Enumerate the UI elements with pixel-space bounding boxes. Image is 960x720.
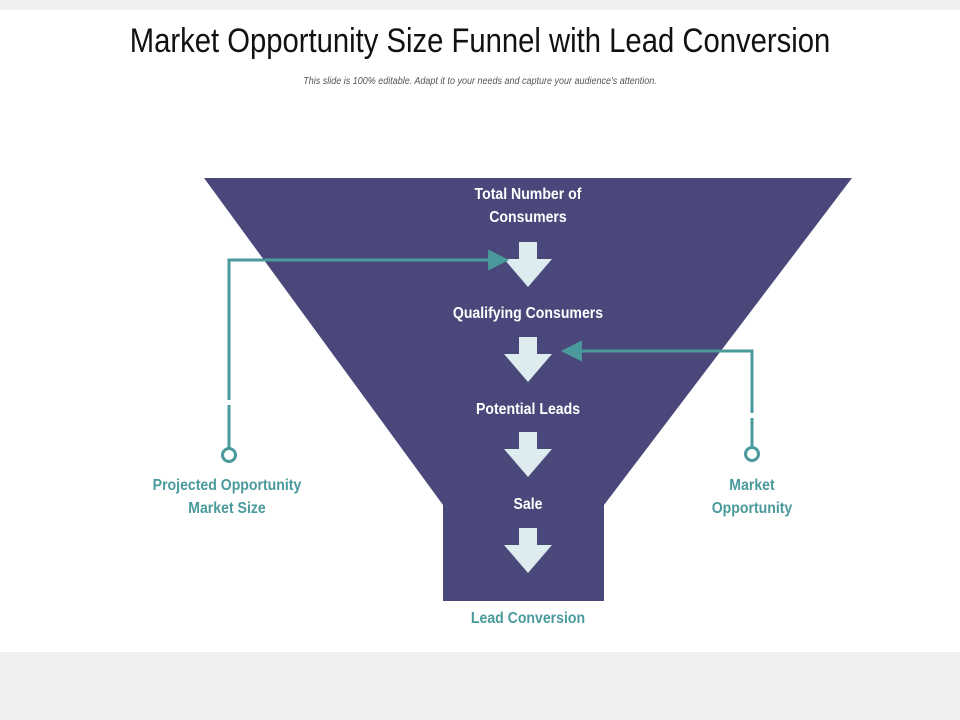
callout-market-opportunity: Market Opportunity xyxy=(711,477,793,517)
page-subtitle: This slide is 100% editable. Adapt it to… xyxy=(303,76,657,87)
down-chevron-arrow-icon xyxy=(504,337,552,382)
output-label-lead-conversion: Lead Conversion xyxy=(470,610,586,627)
down-chevron-arrow-icon xyxy=(504,432,552,477)
circle-marker-icon xyxy=(744,446,760,462)
funnel-shape xyxy=(204,178,852,601)
circle-marker-icon xyxy=(221,447,237,463)
stage-label-qualifying-consumers: Qualifying Consumers xyxy=(452,305,604,322)
page-title: Market Opportunity Size Funnel with Lead… xyxy=(129,22,831,60)
down-chevron-arrow-icon xyxy=(504,528,552,573)
right-connector-line xyxy=(563,351,754,447)
callout-projected-opportunity: Projected Opportunity Market Size xyxy=(152,477,302,517)
stage-label-sale: Sale xyxy=(513,496,543,513)
stage-label-potential-leads: Potential Leads xyxy=(475,401,581,418)
stage-label-total-consumers: Total Number of Consumers xyxy=(474,186,582,226)
left-connector-line xyxy=(227,260,507,448)
